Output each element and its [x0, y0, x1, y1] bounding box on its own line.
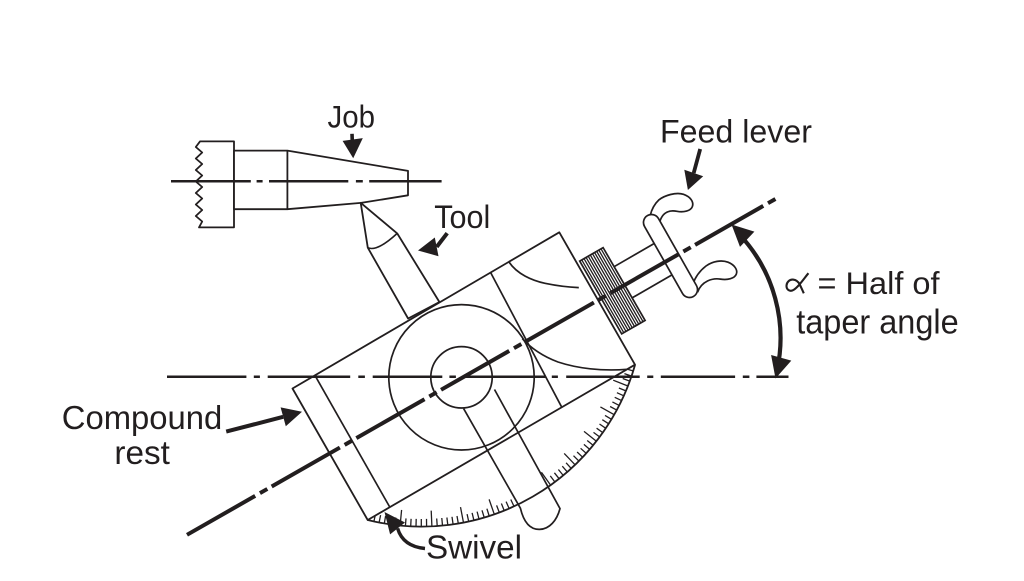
- svg-text:Feed lever: Feed lever: [660, 114, 812, 150]
- svg-text:rest: rest: [114, 434, 169, 471]
- svg-text:Job: Job: [328, 98, 376, 134]
- svg-text:taper angle: taper angle: [796, 304, 959, 342]
- svg-text:Tool: Tool: [434, 199, 490, 235]
- svg-text:Compound: Compound: [62, 399, 223, 436]
- svg-text:= Half of: = Half of: [818, 265, 940, 301]
- svg-text:Swivel: Swivel: [426, 528, 522, 565]
